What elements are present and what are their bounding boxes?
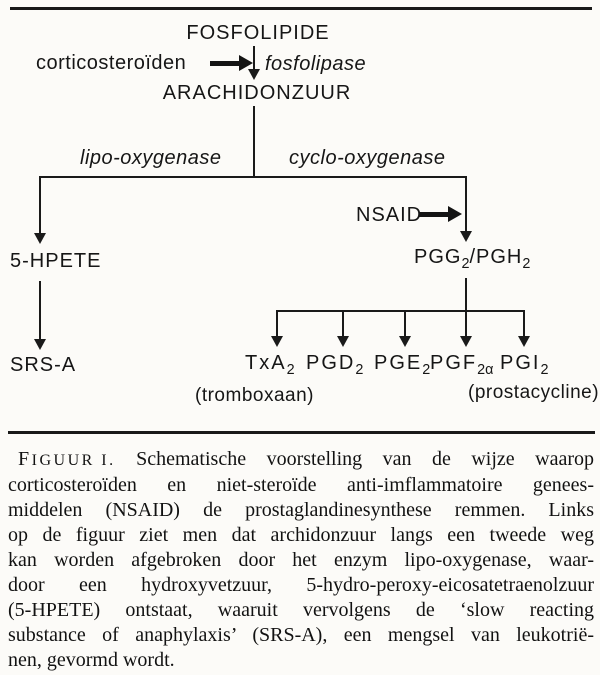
caption-text: Schematische voorstelling van de wijze w… [136, 448, 595, 470]
caption-line: kan worden afgebroken door het enzym lip… [8, 549, 594, 571]
node-fosfolipide: FOSFOLIPIDE [186, 22, 330, 44]
product-note-prostacycline: (prostacycline) [468, 382, 600, 403]
caption-divider-rule [8, 431, 595, 434]
arrowhead-pgd2-icon [337, 336, 349, 347]
caption-line: substance of anaphylaxis’ (SRS-A), een m… [8, 624, 594, 646]
flow-line-pgi2 [523, 311, 525, 336]
product-name: PGF [430, 352, 478, 374]
pgh-subscript: 2 [522, 256, 531, 273]
product-label-pge2: PGE2 [374, 352, 430, 378]
caption-line: nen, gevormd wordt. [8, 649, 175, 671]
caption-line: (5-HPETE) ontstaat, waaruit vervolgens d… [8, 599, 594, 621]
flow-line-cyclo-branch [465, 176, 467, 231]
figure-caption: FIGUUR I. Schematische voorstelling van … [8, 447, 594, 673]
flow-line-pgd2 [342, 311, 344, 336]
product-name: TxA [245, 352, 287, 374]
label-nsaid: NSAID [356, 204, 423, 226]
top-rule [10, 7, 592, 10]
arrowhead-fosfolipide-down-icon [248, 69, 260, 80]
product-sub: 2α [477, 362, 494, 379]
arrowhead-hpete-down-icon [34, 233, 46, 244]
flow-line-pgg-products [465, 278, 467, 336]
corticosteroid-inhibit-arrow-bar [210, 61, 240, 66]
arrowhead-txa2-icon [271, 336, 283, 347]
node-srs-a: SRS-A [10, 354, 77, 376]
figure-number-label: FIGUUR I. [18, 448, 116, 470]
branch-line [40, 176, 467, 178]
arrowhead-pgg-down-icon [460, 231, 472, 242]
product-name: PGD [306, 352, 356, 374]
nsaid-inhibit-arrow-head-icon [448, 206, 462, 222]
node-pgg2-pgh2: PGG2/PGH2 [414, 246, 530, 272]
flow-line-pge2 [404, 311, 406, 336]
flow-line-lipo-branch [39, 176, 41, 233]
product-label-pgd2: PGD2 [306, 352, 363, 378]
arrowhead-srsa-down-icon [34, 339, 46, 350]
pgh-text: /PGH [469, 246, 523, 268]
product-label-txa2: TxA2 [245, 352, 295, 378]
product-sub: 2 [355, 362, 364, 379]
product-fan-line [276, 310, 525, 312]
flow-line-fosfolipide [253, 46, 255, 69]
caption-line: FIGUUR I. Schematische voorstelling van … [8, 447, 594, 473]
nsaid-inhibit-arrow-bar [419, 212, 449, 217]
label-fosfolipase: fosfolipase [265, 53, 367, 75]
flow-line-arachidonzuur [253, 106, 255, 177]
corticosteroid-inhibit-arrow-head-icon [239, 55, 253, 71]
product-label-pgf2a: PGF2α [430, 352, 493, 378]
caption-line: middelen (NSAID) de prostaglandinesynthe… [8, 499, 594, 521]
arrowhead-pgi2-icon [518, 336, 530, 347]
flow-line-txa2 [276, 311, 278, 336]
product-sub: 2 [286, 362, 295, 379]
product-name: PGI [500, 352, 541, 374]
pgg-subscript: 2 [461, 256, 470, 273]
caption-line: door een hydroxyvetzuur, 5-hydro-peroxy-… [8, 574, 594, 596]
caption-line: corticosteroïden en niet-steroïde anti-i… [8, 474, 594, 496]
node-5-hpete: 5-HPETE [10, 250, 102, 272]
label-lipo-oxygenase: lipo-oxygenase [80, 147, 222, 169]
label-cyclo-oxygenase: cyclo-oxygenase [289, 147, 446, 169]
arrowhead-pgf2a-icon [460, 336, 472, 347]
arrowhead-pge2-icon [399, 336, 411, 347]
product-note-tromboxaan: (tromboxaan) [195, 385, 314, 406]
product-name: PGE [374, 352, 423, 374]
pgg-text: PGG [414, 246, 462, 268]
label-corticosteroiden: corticosteroïden [36, 52, 187, 74]
caption-line: op de figuur ziet men dat archidonzuur l… [8, 524, 594, 546]
product-sub: 2 [422, 362, 431, 379]
product-sub: 2 [540, 362, 549, 379]
flow-line-hpete-srsa [39, 281, 41, 339]
product-label-pgi2: PGI2 [500, 352, 548, 378]
node-arachidonzuur: ARACHIDONZUUR [162, 82, 352, 104]
